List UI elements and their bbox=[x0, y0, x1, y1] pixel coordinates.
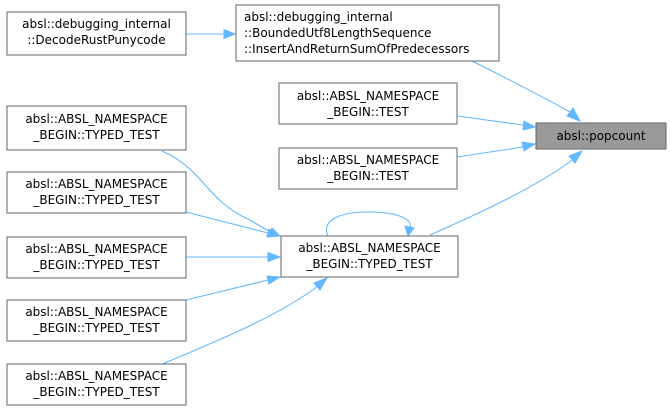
node-insert-and-return-sum-of-predecessors[interactable]: absl::debugging_internal ::BoundedUtf8Le… bbox=[235, 4, 500, 62]
node-label-line: absl::popcount bbox=[556, 129, 645, 143]
node-popcount[interactable]: absl::popcount bbox=[535, 122, 667, 150]
edge-test1-to-popcount bbox=[456, 115, 537, 131]
edge-typedcenter-to-popcount bbox=[429, 150, 584, 236]
node-label-line: absl::ABSL_NAMESPACE bbox=[25, 177, 167, 191]
edge-typedcenter-self-loop bbox=[326, 211, 415, 238]
node-label-line: absl::ABSL_NAMESPACE bbox=[297, 89, 439, 103]
node-decode-rust-punycode[interactable]: absl::debugging_internal ::DecodeRustPun… bbox=[6, 11, 187, 56]
node-label-line: absl::ABSL_NAMESPACE bbox=[25, 242, 167, 256]
node-label-line: absl::ABSL_NAMESPACE bbox=[25, 305, 167, 319]
edge-typed5-to-typedcenter bbox=[159, 277, 329, 366]
node-typed-test-5[interactable]: absl::ABSL_NAMESPACE _BEGIN::TYPED_TEST bbox=[6, 363, 187, 406]
node-label-line: ::InsertAndReturnSumOfPredecessors bbox=[244, 42, 469, 56]
node-label-line: ::DecodeRustPunycode bbox=[27, 33, 165, 47]
edge-typed3-to-typedcenter bbox=[186, 251, 282, 263]
node-typed-test-1[interactable]: absl::ABSL_NAMESPACE _BEGIN::TYPED_TEST bbox=[6, 105, 187, 151]
node-label-line: _BEGIN::TYPED_TEST bbox=[32, 193, 160, 207]
edges bbox=[159, 28, 584, 366]
node-label-line: absl::ABSL_NAMESPACE bbox=[298, 241, 440, 255]
node-label-line: _BEGIN::TYPED_TEST bbox=[305, 257, 433, 271]
node-label-line: absl::debugging_internal bbox=[22, 17, 171, 31]
node-label-line: absl::ABSL_NAMESPACE bbox=[25, 112, 167, 126]
node-typed-test-center[interactable]: absl::ABSL_NAMESPACE _BEGIN::TYPED_TEST bbox=[280, 235, 459, 278]
node-label-line: _BEGIN::TYPED_TEST bbox=[32, 385, 160, 399]
node-typed-test-3[interactable]: absl::ABSL_NAMESPACE _BEGIN::TYPED_TEST bbox=[6, 236, 187, 279]
edge-typed4-to-typedcenter bbox=[185, 275, 282, 301]
edge-typed2-to-typedcenter bbox=[185, 211, 282, 238]
node-label-line: absl::ABSL_NAMESPACE bbox=[297, 153, 439, 167]
edge-insert-to-popcount bbox=[471, 60, 582, 122]
node-typed-test-4[interactable]: absl::ABSL_NAMESPACE _BEGIN::TYPED_TEST bbox=[6, 299, 187, 342]
node-label-line: ::BoundedUtf8LengthSequence bbox=[244, 26, 431, 40]
node-label-line: _BEGIN::TYPED_TEST bbox=[32, 128, 160, 142]
node-label-line: _BEGIN::TEST bbox=[326, 105, 409, 119]
node-test-1[interactable]: absl::ABSL_NAMESPACE _BEGIN::TEST bbox=[278, 82, 458, 125]
edge-test2-to-popcount bbox=[456, 141, 537, 158]
node-typed-test-2[interactable]: absl::ABSL_NAMESPACE _BEGIN::TYPED_TEST bbox=[6, 171, 187, 214]
node-label-line: _BEGIN::TEST bbox=[326, 169, 409, 183]
edge-decode-to-insert bbox=[186, 28, 237, 40]
nodes: absl::debugging_internal ::DecodeRustPun… bbox=[6, 4, 667, 406]
node-label-line: absl::ABSL_NAMESPACE bbox=[25, 369, 167, 383]
node-test-2[interactable]: absl::ABSL_NAMESPACE _BEGIN::TEST bbox=[278, 147, 458, 190]
node-label-line: _BEGIN::TYPED_TEST bbox=[32, 321, 160, 335]
node-label-line: _BEGIN::TYPED_TEST bbox=[32, 258, 160, 272]
node-label-line: absl::debugging_internal bbox=[244, 10, 393, 24]
